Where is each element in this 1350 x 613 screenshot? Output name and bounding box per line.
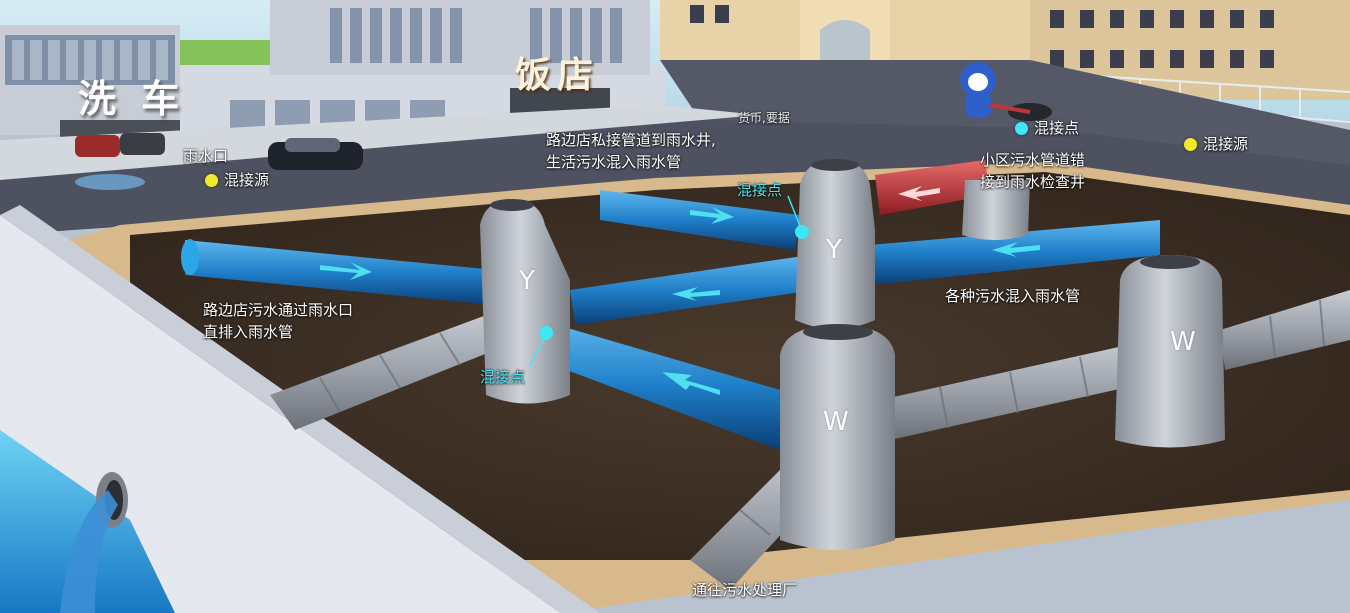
source-label: 混接源 — [224, 171, 270, 189]
roadside-shop-private-label-line2: 生活污水混入雨水管 — [546, 153, 682, 171]
roadside-shop-direct-label-line1: 路边店污水通过雨水口 — [203, 301, 354, 319]
road-back — [0, 100, 1350, 235]
outfall-discharge — [60, 490, 118, 613]
watermark-text: 货币,要据 — [738, 111, 790, 125]
well-Y-left — [480, 199, 570, 404]
parked-cars — [75, 133, 363, 170]
misconnect-point-marker — [795, 225, 809, 239]
well-back — [962, 180, 1030, 240]
flow-arrows — [320, 186, 1040, 395]
source-dot-icon — [1184, 137, 1197, 151]
road-right — [660, 60, 1350, 165]
misconnect-point-marker — [539, 326, 553, 340]
leader-line — [529, 339, 545, 367]
point-label-left: 混接点 — [480, 368, 526, 386]
well-tag-Y-center: Y — [826, 235, 842, 265]
well-W-right — [1115, 255, 1225, 448]
well-tag-W-right: W — [1170, 327, 1196, 357]
mascot-figure — [960, 62, 1052, 121]
well-W-center — [780, 324, 895, 550]
point-label: 混接点 — [1034, 119, 1080, 137]
sidewalk-front — [0, 105, 760, 180]
stormwater-inlet-grate — [75, 174, 145, 190]
point-marker-top: 混接点 — [1015, 118, 1079, 138]
point-label-center: 混接点 — [737, 181, 783, 199]
source-marker-left: 混接源 — [205, 170, 269, 190]
car-wash-sign: 洗 车 — [78, 77, 186, 121]
roadside-shop-private-label-line1: 路边店私接管道到雨水井, — [546, 131, 716, 149]
community-misconnect-label-line1: 小区污水管道错 — [980, 151, 1086, 169]
various-sewage-label: 各种污水混入雨水管 — [945, 287, 1081, 305]
restaurant-sign: 饭店 — [515, 55, 600, 96]
well-tag-Y-left: Y — [519, 266, 535, 296]
community-misconnect-label-line2: 接到雨水检查井 — [980, 173, 1086, 191]
well-tag-W-center: W — [823, 407, 849, 437]
well-Y-center — [795, 159, 875, 329]
stormwater-inlet-label: 雨水口 — [183, 147, 229, 165]
source-marker-right: 混接源 — [1184, 134, 1248, 154]
point-dot-icon — [1015, 121, 1028, 135]
to-treatment-plant-label: 通往污水处理厂 — [692, 581, 798, 599]
leader-line — [787, 195, 801, 227]
car-wash-building — [0, 25, 200, 170]
source-dot-icon — [205, 173, 218, 187]
roadside-shop-direct-label-line2: 直排入雨水管 — [203, 323, 294, 341]
source-label: 混接源 — [1203, 135, 1249, 153]
